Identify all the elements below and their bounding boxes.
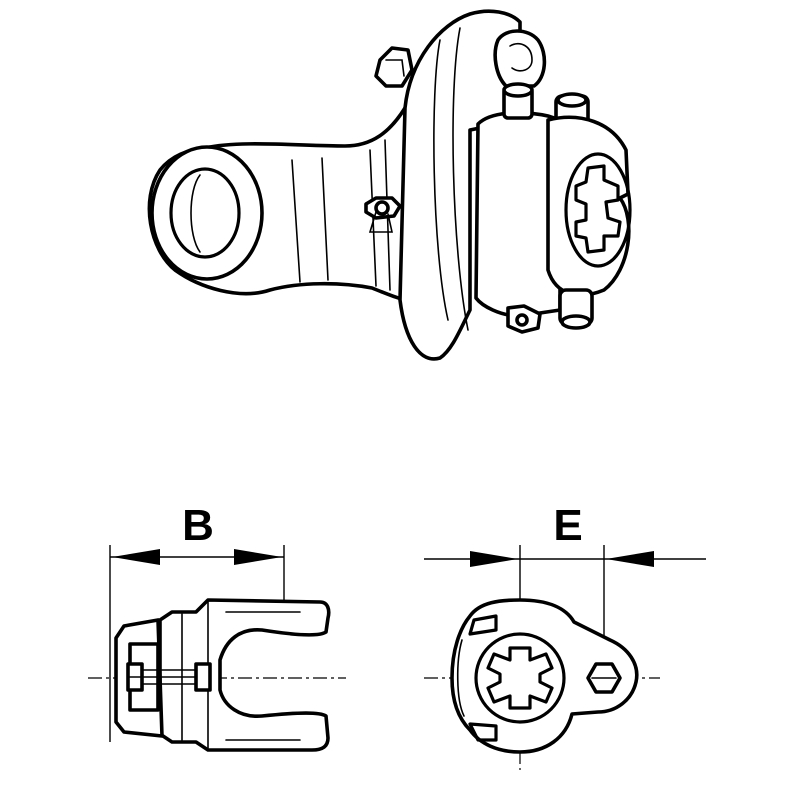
dim-e-label: E xyxy=(553,501,582,550)
dim-b-arrow-left xyxy=(112,549,160,565)
eye-bore-inner xyxy=(190,174,201,253)
end-view-side-line xyxy=(456,639,465,717)
end-view: E xyxy=(424,501,706,770)
spline-teeth xyxy=(574,164,622,254)
hub-contour-1 xyxy=(433,39,449,321)
rear-bolt-top xyxy=(374,46,414,88)
yoke-eye-outer xyxy=(150,145,264,281)
end-view-hex-nut-icon xyxy=(586,662,622,694)
splined-bore-ring xyxy=(564,152,632,268)
dim-b-label: B xyxy=(182,501,214,550)
splined-bore-face xyxy=(546,115,631,297)
end-view-boss-bottom xyxy=(468,722,498,742)
end-view-spline-icon xyxy=(486,646,554,710)
arm-ridge-1 xyxy=(291,159,301,283)
yoke-eye-bore xyxy=(169,167,241,259)
fork-body xyxy=(158,598,331,752)
grease-nipple-icon xyxy=(364,196,402,233)
arm-ridge-2 xyxy=(321,157,329,281)
end-view-boss-top xyxy=(468,614,498,636)
clamp-bolt-bottom xyxy=(506,304,542,334)
shear-bolt-head xyxy=(493,29,547,88)
dim-e-arrow-left xyxy=(470,551,518,567)
clamp-nut-bottom xyxy=(558,288,594,330)
side-bolt-icon xyxy=(126,662,212,692)
yoke-isometric-view xyxy=(147,9,632,361)
dim-b-arrow-right xyxy=(234,549,282,565)
dim-e-arrow-right xyxy=(606,551,654,567)
side-view: B xyxy=(88,501,346,752)
hub-contour-2 xyxy=(452,27,469,331)
clamp-bolt-top xyxy=(502,82,534,120)
end-view-bore xyxy=(474,632,566,724)
